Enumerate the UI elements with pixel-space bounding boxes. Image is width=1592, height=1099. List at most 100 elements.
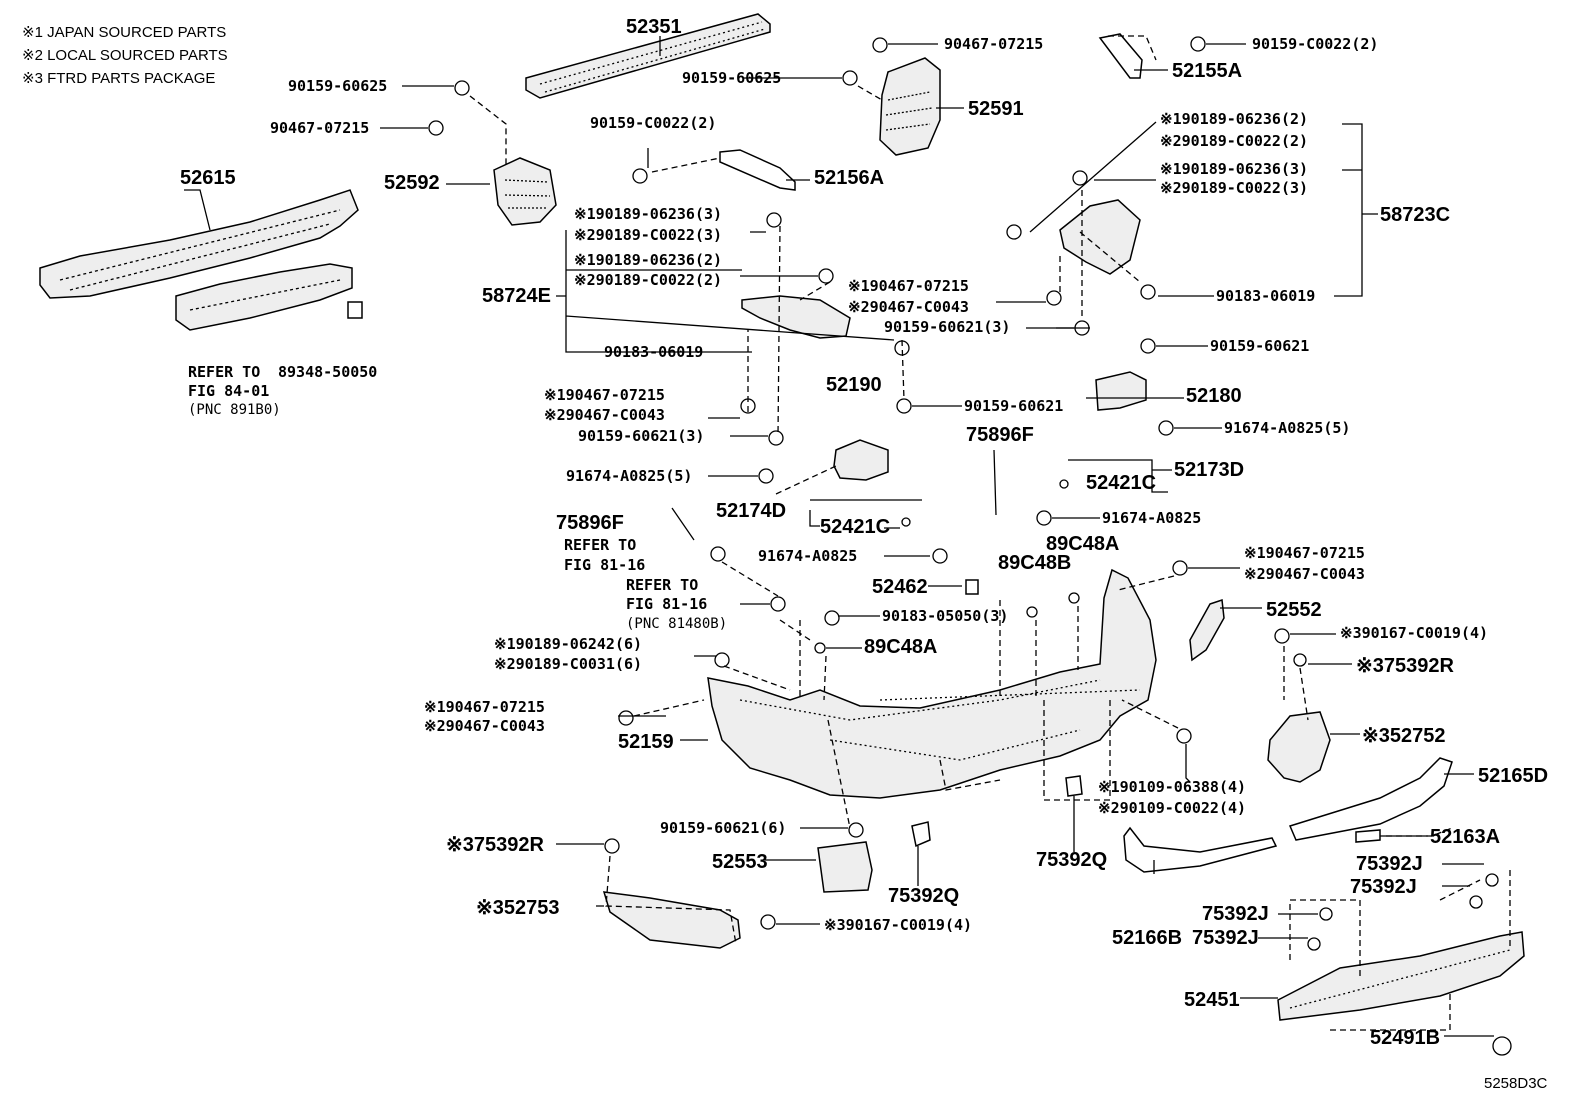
leader-lines	[184, 35, 1511, 1037]
label-ll-90189-a: ※190189-06242(6)	[494, 635, 642, 653]
label-58724E-l3: ※190189-06236(2)	[574, 251, 722, 269]
label-52174D: 52174D	[716, 500, 786, 522]
label-ll-90467-b: ※290467-C0043	[424, 717, 545, 735]
label-rr-90467-a: ※190467-07215	[1244, 544, 1365, 562]
label-90183-06019-a: 90183-06019	[1216, 287, 1315, 305]
label-90159-60621-3a: 90159-60621(3)	[884, 318, 1010, 336]
label-52173D: 52173D	[1174, 459, 1244, 481]
seal-75896F-a	[993, 449, 997, 516]
bracket-52190	[833, 439, 889, 481]
label-90467-07215-b: 90467-07215	[270, 119, 369, 137]
legend-ftrd: ※3 FTRD PARTS PACKAGE	[22, 70, 215, 87]
label-52155A: 52155A	[1172, 60, 1242, 82]
label-75392Q-a: 75392Q	[888, 885, 959, 907]
retainer-58723C	[1059, 199, 1141, 275]
label-52552: 52552	[1266, 599, 1322, 621]
label-mid-90467-a: ※190467-07215	[848, 277, 969, 295]
label-refer-81b-2: FIG 81-16	[626, 595, 707, 613]
step-pad-52351	[525, 13, 771, 99]
label-91674-A0825-b: 91674-A0825	[758, 547, 857, 565]
label-mid-90467-b: ※290467-C0043	[848, 298, 969, 316]
label-91674-A0825-5b: 91674-A0825(5)	[566, 467, 692, 485]
label-91674-A0825-a: 91674-A0825	[1102, 509, 1201, 527]
fasteners	[428, 36, 1512, 1056]
label-90183-05050-3: 90183-05050(3)	[882, 607, 1008, 625]
label-refer-81-2: FIG 81-16	[564, 556, 645, 574]
label-52591: 52591	[968, 98, 1024, 120]
label-52159: 52159	[618, 731, 674, 753]
label-52462: 52462	[872, 576, 928, 598]
label-75392R-a: ※375392R	[1356, 655, 1454, 677]
label-58723C-r1: ※190189-06236(2)	[1160, 110, 1308, 128]
label-58724E-l4: ※290189-C0022(2)	[574, 271, 722, 289]
label-91674-A0825-5a: 91674-A0825(5)	[1224, 419, 1350, 437]
label-90159-60621-6: 90159-60621(6)	[660, 819, 786, 837]
label-52491B: 52491B	[1370, 1027, 1440, 1049]
label-75392R-b: ※375392R	[446, 834, 544, 856]
label-75392Q-b: 75392Q	[1036, 849, 1107, 871]
label-90159-60621-3b: 90159-60621(3)	[578, 427, 704, 445]
clip-89348	[347, 301, 363, 319]
label-52421C-b: 52421C	[820, 516, 890, 538]
label-89C48A-b: 89C48A	[864, 636, 937, 658]
bracket-52155A	[1098, 33, 1143, 79]
label-90183-06019-b: 90183-06019	[604, 343, 703, 361]
molding-52166B	[1123, 826, 1278, 873]
diagram-id: 5258D3C	[1484, 1075, 1548, 1092]
label-90159-60621-a: 90159-60621	[1210, 337, 1309, 355]
cover-52451	[1277, 931, 1525, 1021]
label-58723C-r3: ※190189-06236(3)	[1160, 160, 1308, 178]
label-89C48A-a: 89C48A	[1046, 533, 1119, 555]
label-90109-b: ※290109-C0022(4)	[1098, 799, 1246, 817]
seal-75896F-b	[671, 507, 695, 541]
label-refer-84-1: REFER TO	[188, 363, 260, 381]
reinforcement-52615	[39, 189, 359, 299]
label-52752: ※352752	[1362, 725, 1446, 747]
label-75392J-c: 75392J	[1202, 903, 1269, 925]
label-52180: 52180	[1186, 385, 1242, 407]
label-52156A: 52156A	[814, 167, 884, 189]
label-52163A: 52163A	[1430, 826, 1500, 848]
label-52421C-a: 52421C	[1086, 472, 1156, 494]
label-52553: 52553	[712, 851, 768, 873]
label-58723C: 58723C	[1380, 204, 1450, 226]
legend-japan: ※1 JAPAN SOURCED PARTS	[22, 24, 226, 41]
label-ll-90189-b: ※290189-C0031(6)	[494, 655, 642, 673]
bracket-52592	[493, 157, 557, 226]
cover-52753	[602, 891, 741, 949]
legend-local: ※2 LOCAL SOURCED PARTS	[22, 47, 228, 64]
label-90159-C0022-2b: 90159-C0022(2)	[590, 114, 716, 132]
pad-52163A	[1355, 829, 1381, 843]
clip-75392Q-b	[1065, 775, 1083, 797]
label-refer-81b-1: REFER TO	[626, 576, 698, 594]
label-52165D: 52165D	[1478, 765, 1548, 787]
label-90159-60621-b: 90159-60621	[964, 397, 1063, 415]
label-refer-81b-3: (PNC 81480B)	[626, 616, 727, 632]
label-90159-C0022-2a: 90159-C0022(2)	[1252, 35, 1378, 53]
label-58723C-r4: ※290189-C0022(3)	[1160, 179, 1308, 197]
label-90159-60625-a: 90159-60625	[288, 77, 387, 95]
label-90109-a: ※190109-06388(4)	[1098, 778, 1246, 796]
bracket-52180	[1095, 371, 1147, 411]
label-90167-C0019-4a: ※390167-C0019(4)	[1340, 624, 1488, 642]
label-90159-60625-b: 90159-60625	[682, 69, 781, 87]
label-89348-50050: 89348-50050	[278, 363, 377, 381]
label-left2-90467-b: ※290467-C0043	[544, 406, 665, 424]
label-refer-84-2: FIG 84-01	[188, 382, 269, 400]
label-52753: ※352753	[476, 897, 560, 919]
label-58724E: 58724E	[482, 285, 551, 307]
label-ll-90467-a: ※190467-07215	[424, 698, 545, 716]
label-52615: 52615	[180, 167, 236, 189]
label-75392J-a: 75392J	[1356, 853, 1423, 875]
bracket-52156A	[719, 149, 796, 191]
label-rr-90467-b: ※290467-C0043	[1244, 565, 1365, 583]
label-89C48B: 89C48B	[998, 552, 1071, 574]
label-75896F-a: 75896F	[966, 424, 1034, 446]
labels: 52351 90467-07215 90159-C0022(2) 90159-6…	[180, 16, 1548, 1092]
label-90467-07215-a: 90467-07215	[944, 35, 1043, 53]
reinforcement-lower	[175, 263, 353, 331]
label-75392J-d: 75392J	[1192, 927, 1259, 949]
bracket-52591	[879, 57, 941, 156]
label-52451: 52451	[1184, 989, 1240, 1011]
